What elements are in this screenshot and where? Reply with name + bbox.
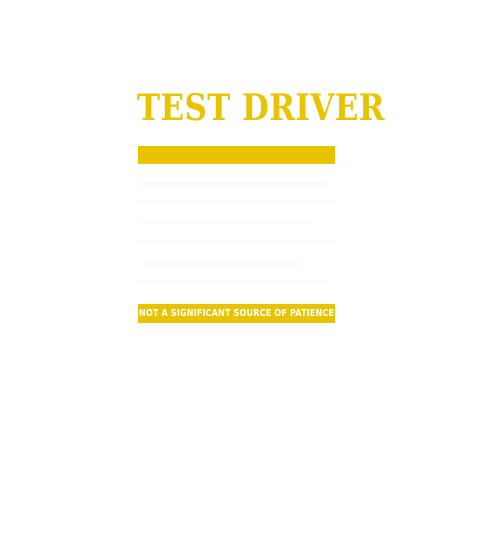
faint-white-text-block xyxy=(136,180,338,290)
tagline-banner: NOT A SIGNIFICANT SOURCE OF PATIENCE xyxy=(138,304,335,323)
tagline-text: NOT A SIGNIFICANT SOURCE OF PATIENCE xyxy=(138,308,335,319)
design-title: TEST DRIVER xyxy=(137,87,385,129)
accent-bar xyxy=(138,146,335,164)
